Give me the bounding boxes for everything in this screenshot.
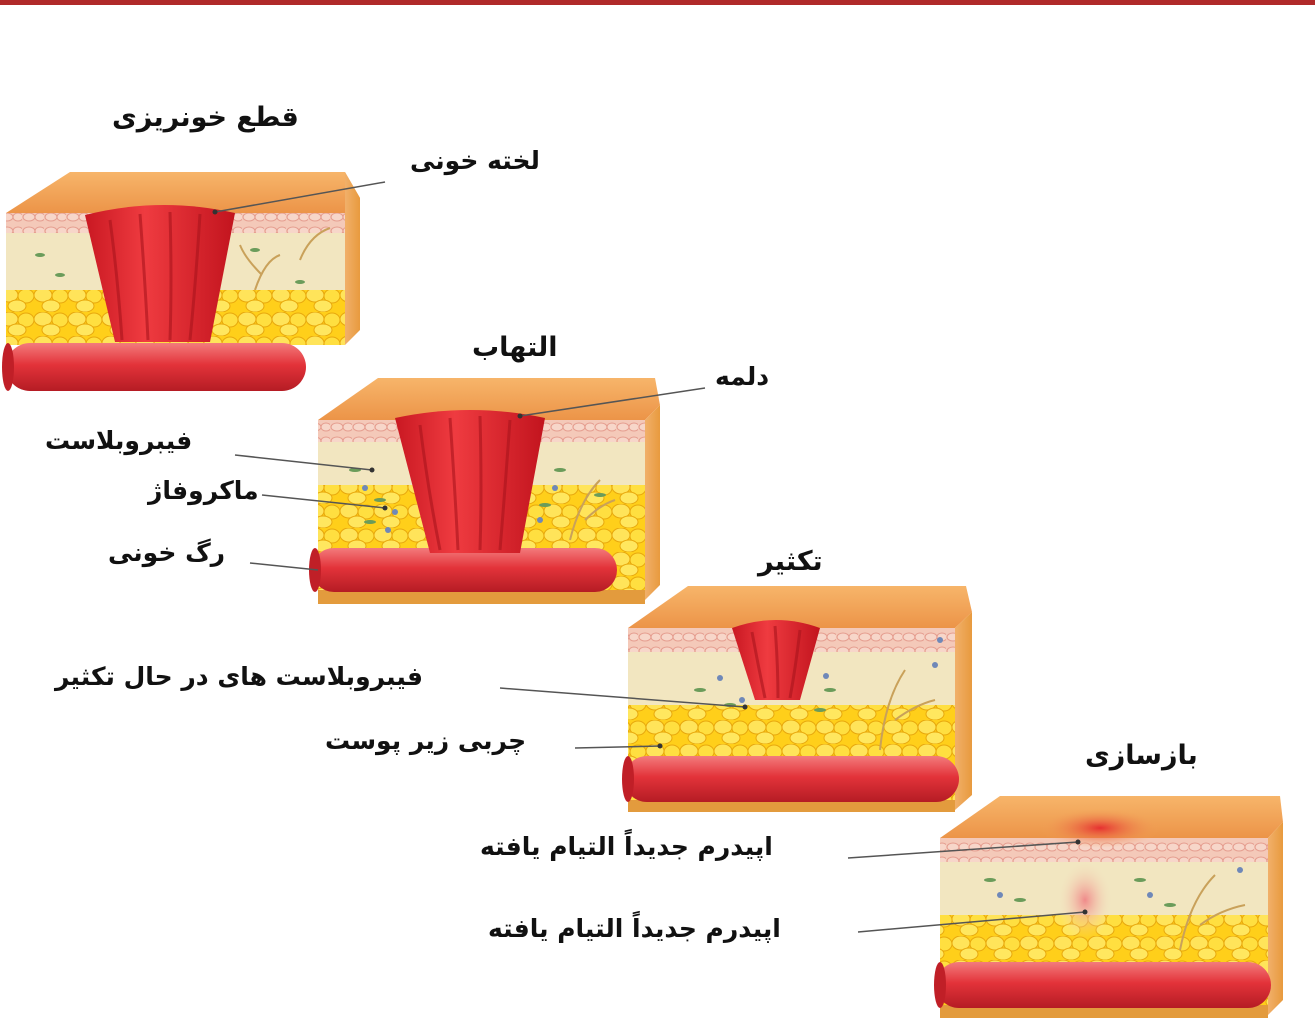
stage-title-proliferation: تکثیر: [758, 548, 823, 575]
label-fibroblast: فیبروبلاست: [45, 428, 192, 453]
stage-title-inflammation: التهاب: [472, 334, 558, 361]
healed-scar: [1040, 808, 1160, 848]
label-blood-clot: لخته خونی: [410, 148, 540, 173]
skin-block-hemostasis: [2, 172, 360, 391]
label-macrophage: ماکروفاژ: [148, 478, 259, 503]
healed-dermis: [1057, 860, 1113, 940]
skin-block-proliferation: [622, 586, 972, 812]
label-new-epidermis-1: اپیدرم جدیداً التیام یافته: [480, 834, 773, 859]
stage-title-remodeling: بازسازی: [1085, 742, 1198, 769]
label-blood-vessel: رگ خونی: [108, 540, 225, 565]
label-proliferating-fibroblasts: فیبروبلاست های در حال تکثیر: [55, 664, 423, 689]
label-new-epidermis-2: اپیدرم جدیداً التیام یافته: [488, 916, 781, 941]
stage-title-hemostasis: قطع خونریزی: [112, 104, 299, 131]
label-scab: دلمه: [715, 364, 769, 389]
blood-vessel: [312, 548, 617, 592]
blood-vessel: [6, 343, 306, 391]
blood-vessel: [936, 962, 1271, 1008]
skin-block-inflammation: [309, 378, 660, 604]
label-subcutaneous-fat: چربی زیر پوست: [325, 728, 526, 753]
skin-block-remodeling: [934, 796, 1283, 1018]
blood-vessel: [624, 756, 959, 802]
